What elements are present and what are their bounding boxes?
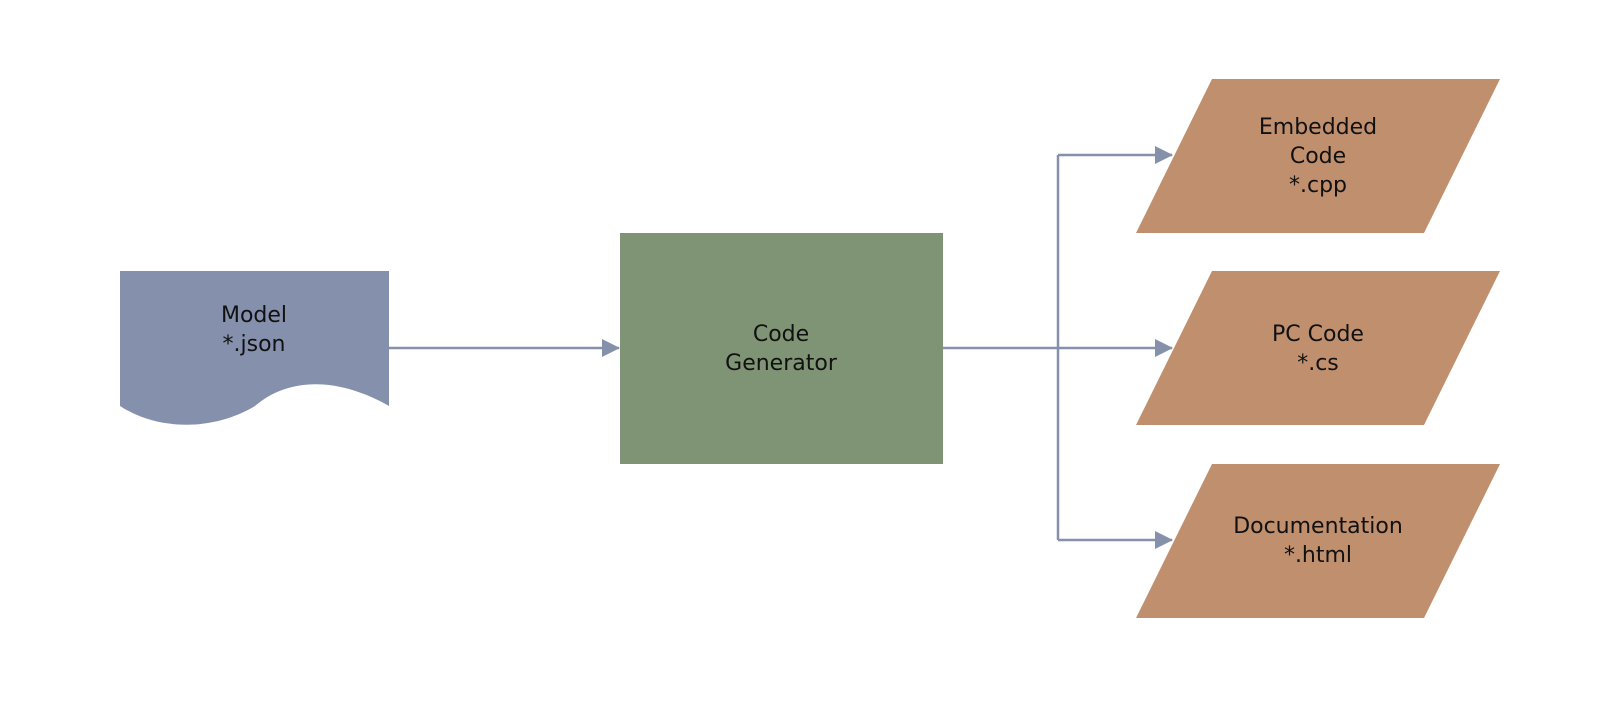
node-pc: PC Code *.cs — [1136, 271, 1500, 425]
model-label-line-2: *.json — [223, 332, 286, 357]
model-label-line-1: Model — [221, 303, 287, 328]
pc-label-line-2: *.cs — [1297, 351, 1339, 376]
docs-label-line-1: Documentation — [1233, 514, 1403, 539]
generator-process-box — [620, 233, 943, 464]
pc-label-line-1: PC Code — [1272, 322, 1364, 347]
model-document-shape — [120, 271, 389, 425]
node-generator: Code Generator — [620, 233, 943, 464]
node-model: Model *.json — [120, 271, 389, 425]
embedded-label-line-3: *.cpp — [1289, 173, 1347, 198]
docs-label-line-2: *.html — [1284, 543, 1352, 568]
generator-label-line-1: Code — [753, 322, 809, 347]
node-embedded: Embedded Code *.cpp — [1136, 79, 1500, 233]
node-docs: Documentation *.html — [1136, 464, 1500, 618]
pc-data-shape — [1136, 271, 1500, 425]
embedded-label-line-2: Code — [1290, 144, 1346, 169]
embedded-label-line-1: Embedded — [1259, 115, 1377, 140]
embedded-data-shape — [1136, 79, 1500, 233]
connectors — [389, 146, 1173, 549]
docs-data-shape — [1136, 464, 1500, 618]
generator-label-line-2: Generator — [725, 351, 838, 376]
